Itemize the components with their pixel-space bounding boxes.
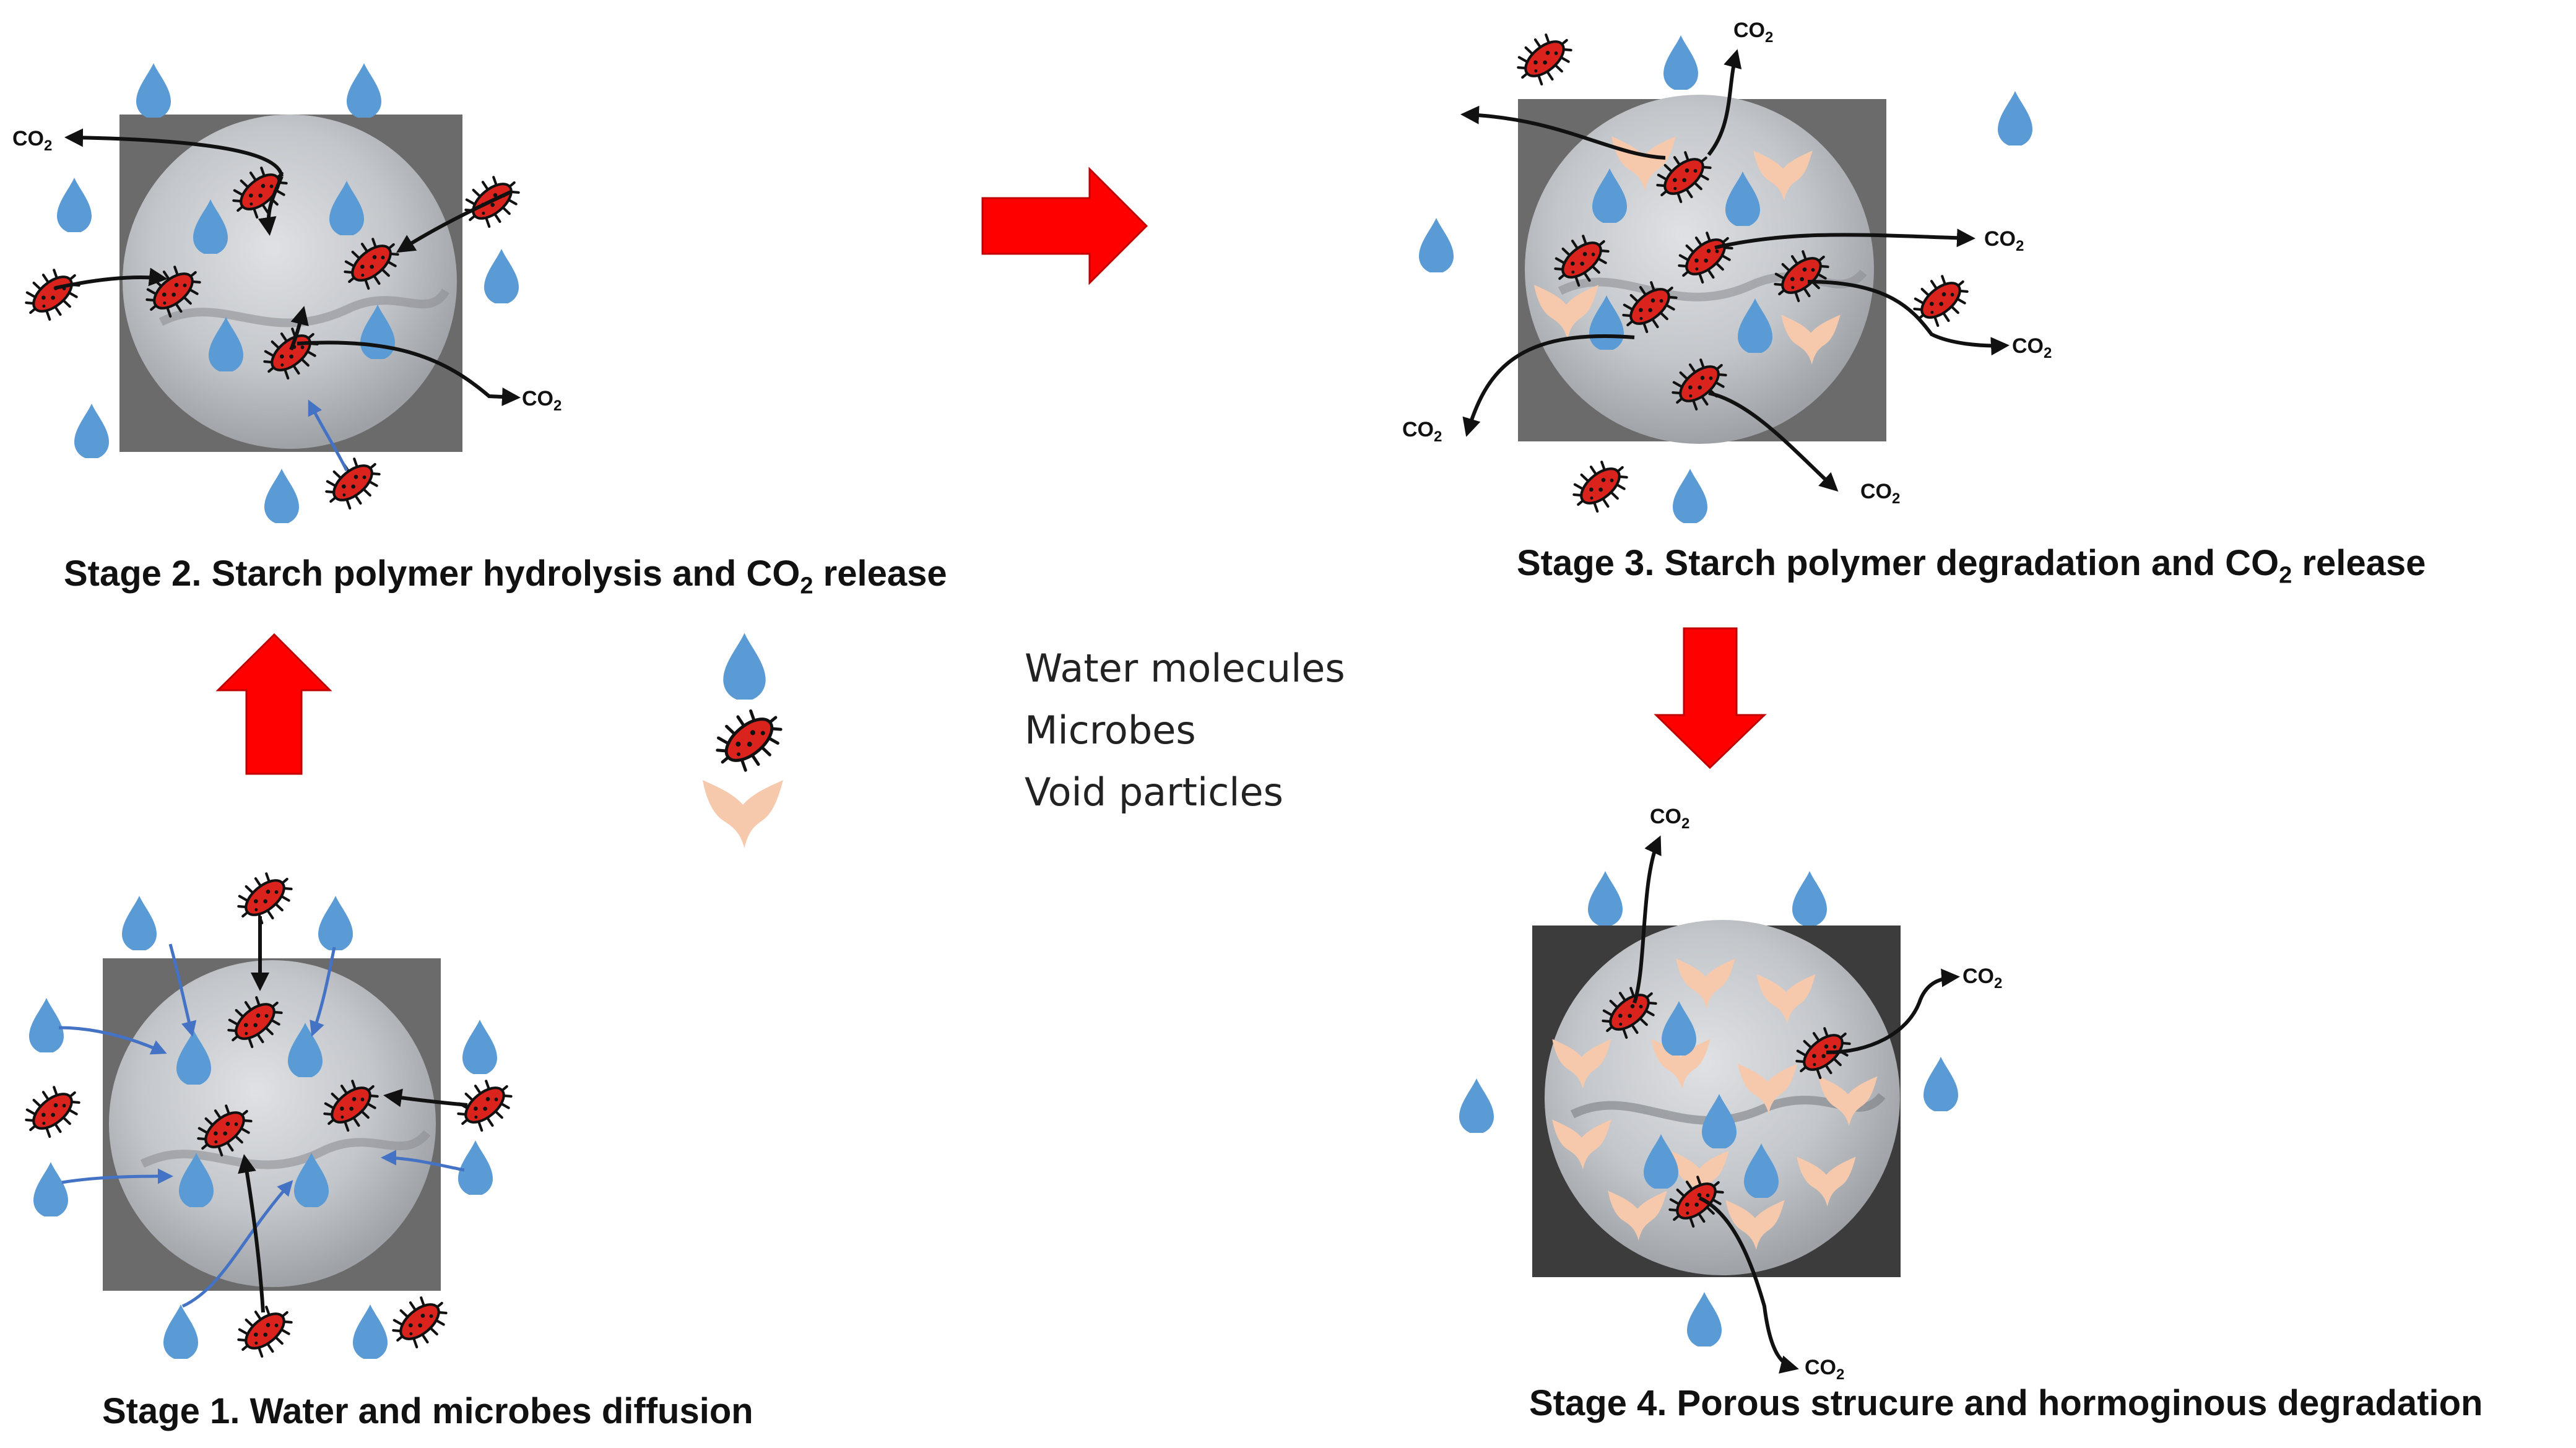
water-drop-icon xyxy=(33,1162,68,1216)
co2-release-arrow xyxy=(289,306,309,351)
co2-release-arrow xyxy=(1826,968,1960,1054)
water-drop-icon xyxy=(264,469,299,523)
water-drop-icon xyxy=(1663,35,1698,90)
co2-release-arrow xyxy=(1462,334,1635,437)
water-drop-icon xyxy=(57,178,92,232)
legend-water-label: Water molecules xyxy=(1025,646,1345,691)
co2-release-arrow xyxy=(1707,49,1742,156)
co2-release-arrow xyxy=(55,267,168,290)
water-drop-icon xyxy=(723,633,766,700)
microbe-icon xyxy=(1509,24,1580,93)
water-drop-icon xyxy=(1998,91,2032,145)
process-arrow-down xyxy=(1654,627,1767,770)
co2-label: CO2 xyxy=(2012,334,2052,362)
void-particle-icon xyxy=(703,780,783,848)
stage-3-caption: Stage 3. Starch polymer degradation and … xyxy=(1517,543,2426,589)
water-drop-icon xyxy=(484,249,519,303)
diffusion-arrow xyxy=(168,943,197,1037)
diffusion-arrow xyxy=(381,1150,465,1172)
diffusion-arrow xyxy=(310,947,336,1037)
co2-release-arrow xyxy=(297,340,521,406)
water-drop-icon xyxy=(1923,1057,1958,1111)
diffusion-arrow xyxy=(383,1088,468,1108)
co2-label: CO2 xyxy=(1402,418,1442,445)
microbe-icon xyxy=(230,863,300,932)
co2-label: CO2 xyxy=(1860,480,1900,507)
diffusion-arrow xyxy=(238,1154,265,1313)
co2-release-arrow xyxy=(1708,391,1839,492)
co2-release-arrow xyxy=(1807,280,2010,356)
stage-4-panel: CO2 CO2 CO2 xyxy=(1459,805,2002,1383)
co2-release-arrow xyxy=(1460,105,1666,160)
water-drop-icon xyxy=(74,404,109,458)
co2-label: CO2 xyxy=(1984,227,2024,254)
process-arrow-right xyxy=(981,167,1148,285)
stage-2-panel: CO2 CO2 xyxy=(12,63,562,523)
stage-3-panel: CO2 CO2 CO2 CO2 CO2 xyxy=(1402,19,2052,523)
water-drop-icon xyxy=(1588,871,1623,926)
diffusion-arrow xyxy=(181,1180,293,1308)
co2-label: CO2 xyxy=(1805,1356,1844,1383)
water-drop-icon xyxy=(1687,1292,1722,1346)
stage-2-caption: Stage 2. Starch polymer hydrolysis and C… xyxy=(64,553,947,599)
stage-1-caption: Stage 1. Water and microbes diffusion xyxy=(102,1391,753,1431)
process-arrow-up xyxy=(215,633,332,775)
microbe-icon xyxy=(1565,451,1636,520)
microbe-icon xyxy=(230,1296,300,1365)
diffusion-arrow xyxy=(58,1026,167,1055)
water-drop-icon xyxy=(122,896,157,950)
water-drop-icon xyxy=(1419,218,1454,272)
co2-label: CO2 xyxy=(1650,805,1689,832)
co2-label: CO2 xyxy=(12,127,52,154)
microbe-icon xyxy=(384,1287,455,1356)
water-drop-icon xyxy=(1459,1078,1494,1133)
microbe-icon xyxy=(17,259,88,328)
microbe-icon xyxy=(17,1077,88,1145)
co2-release-arrow xyxy=(1714,228,1975,249)
legend-void-label: Void particles xyxy=(1025,770,1283,815)
water-drop-icon xyxy=(1673,469,1707,523)
co2-label: CO2 xyxy=(522,387,562,414)
co2-release-arrow xyxy=(1633,835,1662,1004)
co2-label: CO2 xyxy=(1962,965,2002,992)
stage-4-caption: Stage 4. Porous strucure and hormoginous… xyxy=(1529,1383,2483,1423)
diffusion-arrow xyxy=(61,1168,173,1184)
co2-release-arrow xyxy=(258,175,284,236)
microbe-icon xyxy=(318,448,388,517)
water-drop-icon xyxy=(347,63,381,118)
co2-release-arrow xyxy=(1698,1196,1799,1374)
water-drop-icon xyxy=(29,998,64,1052)
water-drop-icon xyxy=(353,1304,388,1359)
water-drop-icon xyxy=(163,1304,198,1359)
water-drop-icon xyxy=(458,1140,493,1195)
legend-microbes-label: Microbes xyxy=(1025,708,1196,753)
water-drop-icon xyxy=(136,63,171,118)
microbe-icon xyxy=(1906,266,1976,334)
stage-1-panel xyxy=(17,863,520,1365)
film-disc xyxy=(123,115,457,449)
water-drop-icon xyxy=(318,896,353,950)
water-drop-icon xyxy=(462,1020,497,1074)
co2-label: CO2 xyxy=(1733,19,1773,46)
co2-release-arrow xyxy=(64,128,284,177)
microbe-icon xyxy=(706,698,791,781)
water-drop-icon xyxy=(1792,871,1827,926)
co2-release-arrow xyxy=(396,190,512,253)
